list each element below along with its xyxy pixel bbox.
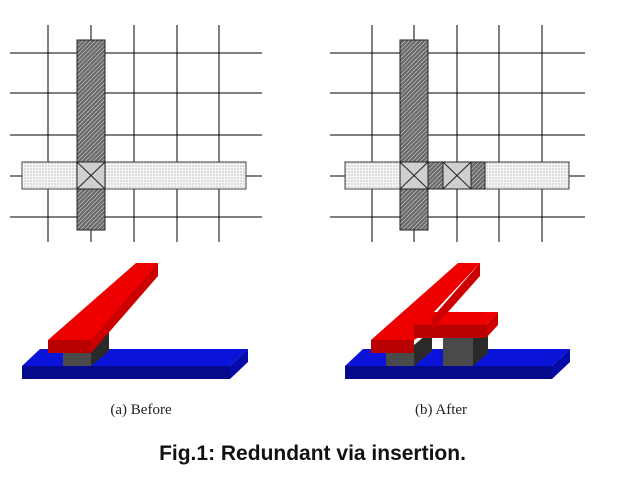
lower-metal-side-after — [552, 349, 570, 379]
upper-metal-side-after — [486, 312, 498, 338]
via-before — [76, 161, 106, 190]
routing-grid-after — [330, 25, 585, 242]
via-side-after — [414, 330, 432, 366]
upper-metal-top-before — [48, 263, 158, 345]
lower-metal-side-before — [230, 349, 248, 379]
lower-metal-front-before — [22, 366, 230, 379]
upper-metal-extension-front — [414, 325, 486, 338]
original-via-after — [399, 161, 429, 190]
figure-caption: Fig.1: Redundant via insertion. — [159, 442, 466, 465]
vertical-wire-before — [76, 39, 106, 231]
upper-metal-front-before — [48, 340, 91, 353]
redundant-via — [442, 161, 472, 190]
upper-metal-front-after — [371, 340, 414, 353]
routing-grid-before — [10, 25, 262, 242]
redundant-via-front — [443, 338, 473, 366]
upper-metal-side-long-after — [432, 263, 480, 330]
caption-before: (a) Before — [110, 402, 172, 418]
layout-before — [10, 25, 262, 242]
lower-metal-front-after — [345, 366, 552, 379]
upper-metal-top-after — [371, 263, 498, 345]
upper-metal-side-before — [91, 263, 158, 353]
vertical-wire-after — [399, 39, 429, 231]
via-side-before — [91, 330, 109, 366]
3d-before — [22, 263, 248, 379]
layout-after — [330, 25, 585, 242]
caption-after: (b) After — [414, 402, 468, 418]
horizontal-wire-before — [21, 161, 247, 190]
3d-after — [345, 263, 570, 379]
